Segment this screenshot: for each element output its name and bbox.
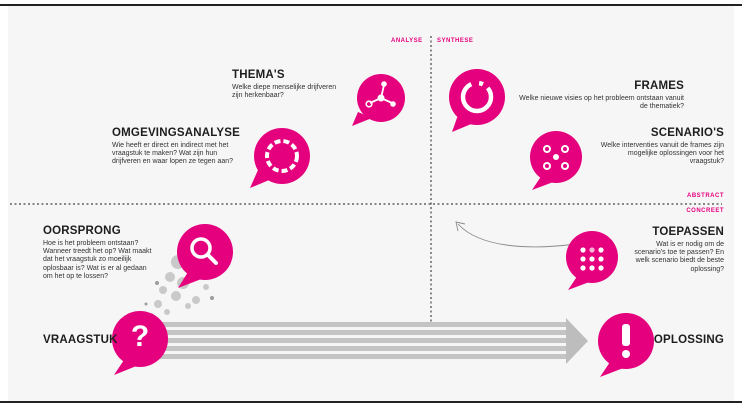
label-abstract: ABSTRACT xyxy=(687,193,724,199)
themas-title: THEMA'S xyxy=(232,69,285,81)
bubble-oorsprong xyxy=(177,224,233,288)
bubble-themas xyxy=(352,74,405,126)
frames-title: FRAMES xyxy=(634,80,684,92)
oplossing-title: OPLOSSING xyxy=(653,334,724,346)
top-rule xyxy=(0,4,742,6)
bubble-frames xyxy=(449,69,505,132)
bubble-toepassen xyxy=(566,231,618,290)
bottom-rule xyxy=(0,401,742,403)
toepassen-text: Wat is er nodig om de scenario's toe te … xyxy=(634,241,724,273)
bubble-scenarios xyxy=(530,131,582,190)
oorsprong-text: Hoe is het probleem ontstaan? Wanneer tr… xyxy=(43,240,152,280)
progress-arrow xyxy=(150,318,588,364)
question-mark-icon: ? xyxy=(130,320,150,353)
bubble-vraagstuk xyxy=(112,311,168,375)
scenarios-title: SCENARIO'S xyxy=(650,127,724,139)
toepassen-title: TOEPASSEN xyxy=(652,226,724,238)
label-synthese: SYNTHESE xyxy=(437,38,474,44)
bubble-oplossing xyxy=(598,313,654,377)
scenarios-text: Welke interventies vanuit de frames zijn… xyxy=(600,142,724,166)
bubble-omgevingsanalyse xyxy=(250,128,310,188)
omgevingsanalyse-title: OMGEVINGSANALYSE xyxy=(112,127,241,139)
omgevingsanalyse-text: Wie heeft er direct en indirect met het … xyxy=(112,142,234,166)
oorsprong-title: OORSPRONG xyxy=(43,225,121,237)
vraagstuk-title: VRAAGSTUK xyxy=(43,334,118,346)
themas-text: Welke diepe menselijke drijfveren zijn h… xyxy=(232,84,337,100)
label-concreet: CONCREET xyxy=(686,208,724,214)
feedback-arrow xyxy=(457,223,577,248)
label-analyse: ANALYSE xyxy=(391,38,423,44)
frames-text: Welke nieuwe visies op het probleem onts… xyxy=(519,95,684,111)
